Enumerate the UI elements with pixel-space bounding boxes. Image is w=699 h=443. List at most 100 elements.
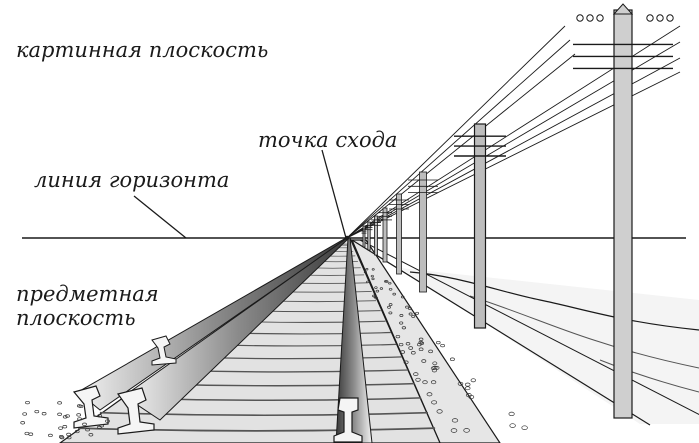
telegraph-pole (419, 171, 427, 293)
wire (346, 39, 571, 239)
gravel-stone (463, 428, 470, 433)
gravel-stone (388, 303, 393, 307)
telegraph-pole (382, 207, 388, 263)
gravel-stone (399, 321, 404, 325)
gravel-stone (451, 418, 459, 423)
gravel-stone (85, 428, 90, 432)
gravel-stone (82, 422, 87, 426)
gravel-stone (436, 409, 443, 414)
label-object-plane-line2: плоскость (16, 306, 136, 331)
sleeper (99, 411, 429, 417)
gravel-stone (434, 366, 440, 370)
gravel (20, 268, 528, 440)
gravel-stone (365, 268, 369, 271)
gravel-stone (521, 425, 528, 430)
telegraph-pole (396, 193, 402, 275)
gravel-stone (405, 342, 411, 346)
gravel-stone (395, 334, 401, 339)
gravel-stone (66, 432, 71, 437)
gravel-stone (58, 426, 63, 430)
gravel-stone (105, 419, 110, 423)
gravel-stone (24, 431, 30, 436)
rail-end-1 (72, 385, 109, 429)
gravel-stone (59, 435, 65, 440)
gravel-stone (405, 305, 409, 309)
telegraph-poles (361, 3, 674, 419)
telegraph-wires (346, 25, 681, 239)
gravel-stone (400, 295, 405, 299)
gravel-stone (74, 429, 80, 434)
gravel-stone (28, 432, 34, 436)
gravel-stone (421, 359, 427, 363)
wire (346, 25, 566, 239)
vanishing-point (344, 235, 350, 241)
gravel-stone (415, 377, 421, 382)
gravel-stone (431, 400, 438, 405)
label-object-plane-line1: предметная (16, 282, 159, 306)
gravel-stone (436, 340, 441, 345)
gravel-stone (34, 409, 40, 414)
gravel-stone (388, 287, 393, 291)
gravel-stone (408, 346, 414, 350)
gravel-stone (430, 380, 437, 385)
gravel-stone (399, 314, 404, 317)
gravel-stone (392, 292, 396, 296)
gravel-stone (470, 378, 476, 383)
insulator (576, 14, 584, 22)
gravel-stone (428, 349, 433, 354)
label-object-plane: предметная плоскость (16, 282, 159, 330)
vanishing-point-pointer (321, 149, 347, 239)
gravel-stone (370, 274, 374, 278)
rail-end-2 (116, 387, 155, 435)
gravel-stone (426, 392, 433, 397)
gravel-stone (379, 287, 384, 290)
gravel-stone (388, 281, 392, 285)
gravel-stone (57, 401, 62, 405)
gravel-stone (371, 277, 375, 281)
label-horizon-line: линия горизонта (34, 168, 230, 192)
gravel-stone (457, 381, 464, 386)
gravel-stone (464, 382, 471, 387)
gravel-stone (363, 270, 367, 274)
gravel-stone (401, 326, 407, 330)
gravel-stone (387, 305, 391, 309)
gravel-stone (62, 425, 68, 429)
gravel-stone (375, 289, 380, 293)
gravel-stone (76, 413, 82, 417)
gravel-stone (403, 360, 409, 365)
gravel-stone (508, 411, 515, 417)
gravel-stone (415, 311, 420, 315)
telegraph-pole (362, 225, 366, 248)
label-picture-plane: картинная плоскость (16, 38, 269, 62)
horizon-pointer (133, 195, 187, 239)
gravel-stone (20, 421, 26, 425)
pole-cap (612, 3, 634, 15)
gravel-stone (97, 425, 102, 430)
gravel-stone (464, 386, 471, 391)
rails (72, 237, 373, 443)
gravel-stone (57, 412, 62, 416)
gravel-stone (366, 280, 370, 284)
rail-end-3 (333, 397, 363, 443)
telegraph-pole (473, 123, 487, 329)
gravel-stone (450, 428, 458, 433)
gravel-stone (97, 414, 103, 418)
gravel-stone (88, 433, 94, 437)
gravel-stone (417, 342, 422, 347)
gravel-stone (509, 423, 516, 428)
gravel-stone (408, 312, 413, 316)
telegraph-pole (367, 221, 371, 251)
gravel-stone (25, 400, 30, 405)
gravel-stone (398, 342, 404, 347)
telegraph-pole (613, 9, 633, 419)
gravel-stone (371, 268, 375, 271)
walkway-edge-2 (359, 239, 699, 416)
gravel-stone (22, 412, 28, 416)
gravel-stone (385, 280, 389, 283)
gravel-stone (41, 412, 47, 416)
gravel-stone (48, 433, 53, 438)
insulator (586, 14, 594, 22)
gravel-stone (77, 417, 82, 421)
gravel-stone (418, 337, 424, 341)
